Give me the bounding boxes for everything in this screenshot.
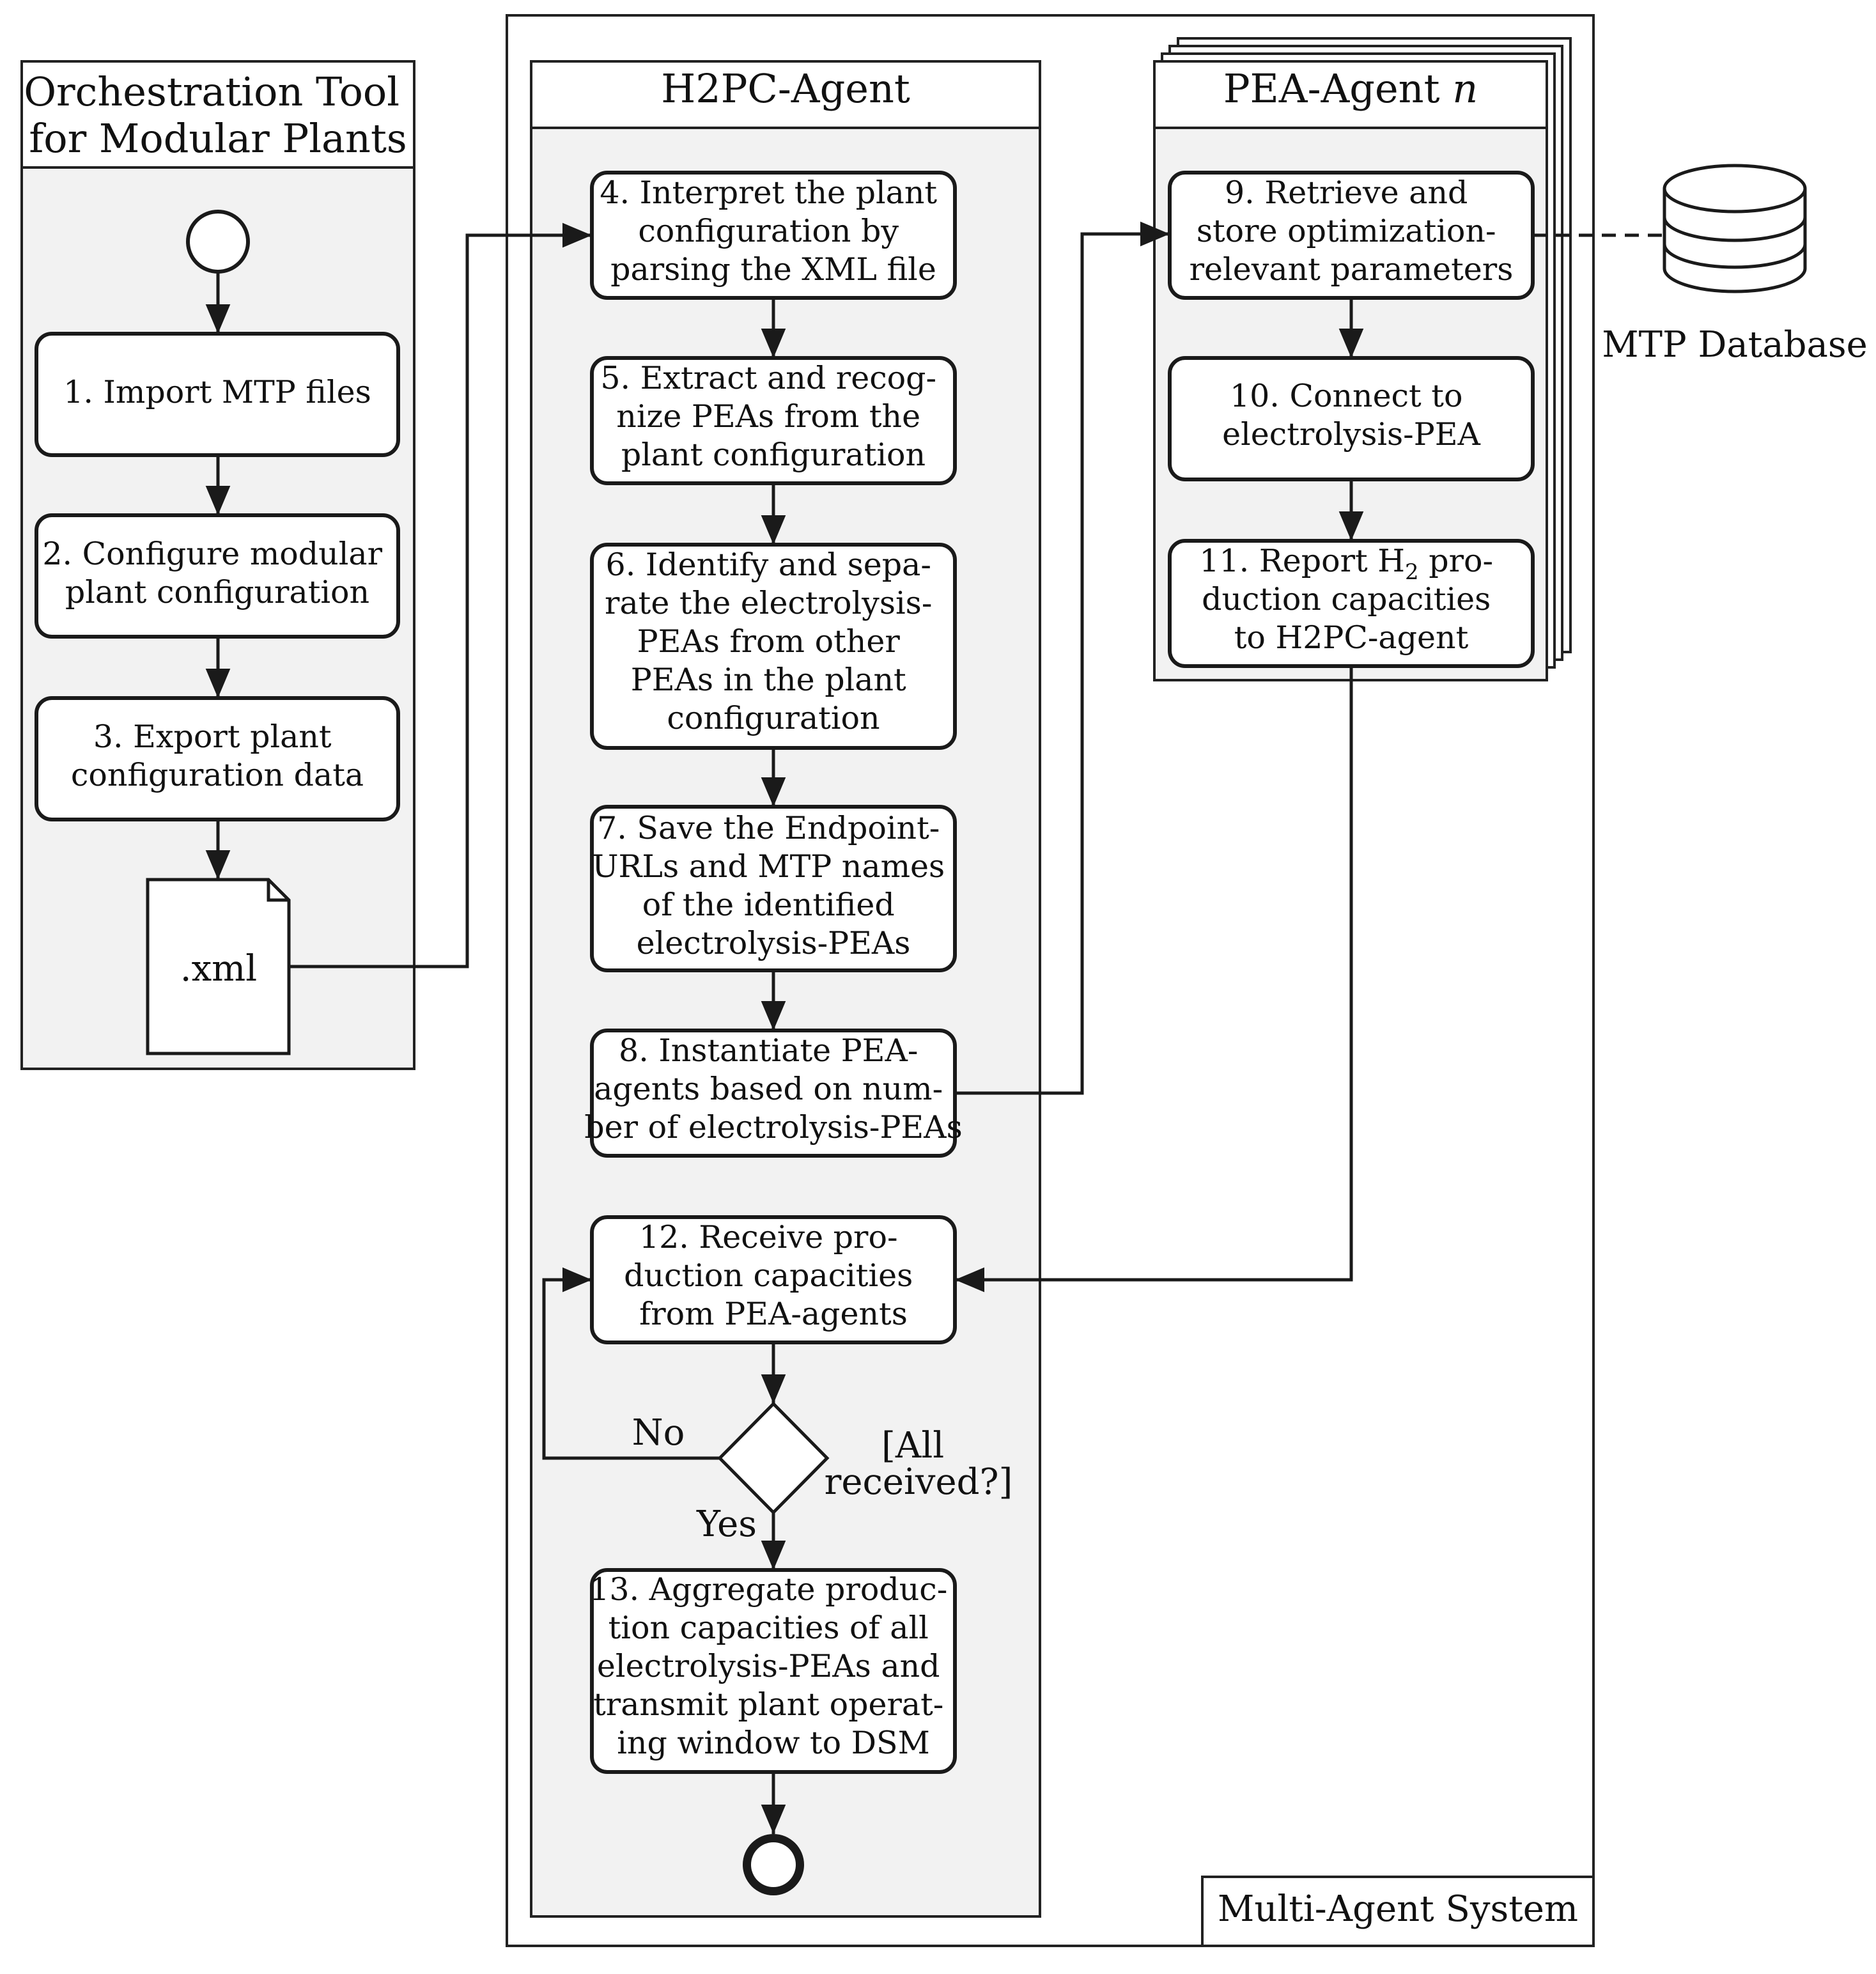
- pea-agent-title: PEA-Agent n: [1223, 65, 1478, 112]
- svg-text:11. Report H2 pro- duct: 11. Report H2 pro- duction capacities to…: [1199, 543, 1503, 656]
- initial-node: [186, 210, 250, 274]
- svg-text:8. Instantiate PEA- age: 8. Instantiate PEA- agents based on num-…: [584, 1032, 962, 1146]
- step-9: 9. Retrieve and store optimization- rele…: [1168, 171, 1535, 300]
- xml-file-label: .xml: [180, 948, 257, 990]
- decision-no-label: No: [632, 1412, 685, 1454]
- step-1: 1. Import MTP files: [35, 332, 400, 457]
- h2pc-agent-title: H2PC-Agent: [661, 65, 910, 112]
- svg-text:7. Save the Endpoint- U: 7. Save the Endpoint- URLs and MTP names…: [592, 810, 955, 961]
- step-4: 4. Interpret the plant configuration by …: [590, 171, 957, 300]
- multi-agent-system-label: Multi-Agent System: [1218, 1888, 1578, 1930]
- svg-text:10. Connect to electrol: 10. Connect to electrolysis-PEA: [1222, 378, 1480, 453]
- edge-decision-no: [542, 1267, 720, 1460]
- edge-step8-step9: [955, 221, 1170, 1095]
- svg-text:5. Extract and recog- n: 5. Extract and recog- nize PEAs from the…: [600, 360, 946, 473]
- svg-text:9. Retrieve and store o: 9. Retrieve and store optimization- rele…: [1190, 175, 1514, 288]
- final-node: [743, 1834, 804, 1895]
- svg-text:12. Receive pro- ductio: 12. Receive pro- duction capacities from…: [624, 1219, 923, 1332]
- edge-step11-step12: [955, 666, 1353, 1293]
- decision-yes-label: Yes: [696, 1504, 757, 1545]
- step-5: 5. Extract and recog- nize PEAs from the…: [590, 356, 957, 485]
- step-8: 8. Instantiate PEA- agents based on num-…: [584, 1029, 963, 1158]
- step-6: 6. Identify and sepa- rate the electroly…: [590, 543, 957, 750]
- svg-text:6. Identify and sepa- r: 6. Identify and sepa- rate the electroly…: [605, 547, 942, 736]
- svg-text:1. Import MTP files: 1. Import MTP files: [63, 374, 371, 410]
- step-2: 2. Configure modular plant configuration: [35, 513, 400, 639]
- svg-text:3. Export plant configu: 3. Export plant configuration data: [71, 719, 364, 793]
- orchestration-lane-title: Orchestration Tool for Modular Plants: [24, 68, 412, 162]
- step-3: 3. Export plant configuration data: [35, 696, 400, 821]
- step-11: 11. Report H2 pro- duction capacities to…: [1168, 539, 1535, 668]
- database-label: MTP Database: [1602, 324, 1867, 366]
- step-7: 7. Save the Endpoint- URLs and MTP names…: [590, 805, 957, 972]
- xml-file-icon: .xml: [146, 878, 291, 1055]
- edge-xml-step4: [289, 222, 592, 968]
- step-12: 12. Receive pro- duction capacities from…: [590, 1215, 957, 1344]
- decision-condition-label: [All received?]: [825, 1425, 1013, 1503]
- step-10: 10. Connect to electrolysis-PEA: [1168, 356, 1535, 481]
- svg-text:4. Interpret the plant: 4. Interpret the plant configuration by …: [600, 175, 947, 288]
- flow-edges: [205, 221, 1364, 1834]
- svg-text:2. Configure modular pl: 2. Configure modular plant configuration: [42, 536, 392, 610]
- svg-text:13. Aggregate produc- t: 13. Aggregate produc- tion capacities of…: [589, 1571, 957, 1761]
- database-icon: [1663, 164, 1807, 293]
- step-13: 13. Aggregate produc- tion capacities of…: [589, 1568, 957, 1774]
